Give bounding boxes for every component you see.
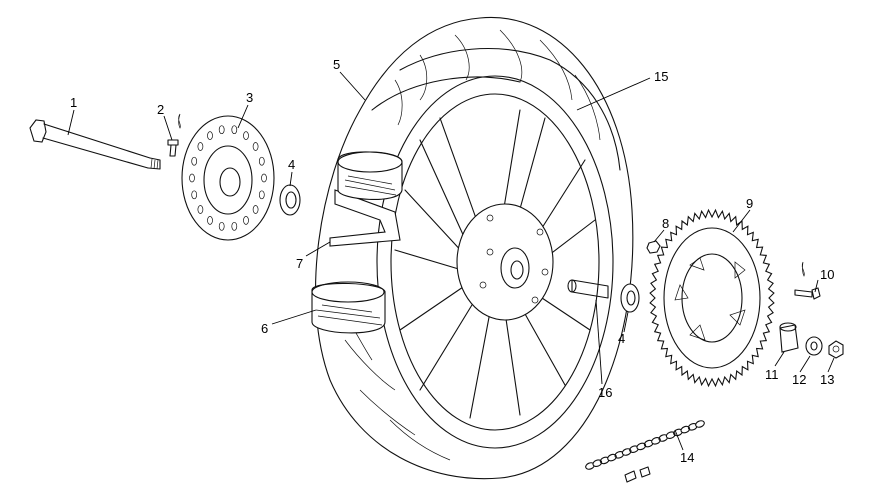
bolt-part-2 bbox=[167, 113, 181, 157]
chain-link bbox=[636, 442, 647, 451]
disc-vent-hole bbox=[258, 156, 265, 166]
bushing-part-11 bbox=[779, 322, 799, 353]
nut-part-8 bbox=[646, 240, 661, 254]
callout-16: 16 bbox=[598, 385, 612, 400]
spacer-part-16 bbox=[567, 279, 609, 299]
disc-vent-hole bbox=[191, 156, 198, 166]
disc-vent-hole bbox=[243, 216, 249, 225]
callout-14: 14 bbox=[680, 450, 694, 465]
callout-6: 6 bbox=[261, 321, 268, 336]
disc-vent-hole bbox=[252, 205, 259, 214]
disc-vent-hole bbox=[189, 173, 195, 183]
brake-disc-part bbox=[181, 115, 275, 241]
bearing-left-part bbox=[279, 184, 301, 216]
disc-vent-hole bbox=[197, 142, 204, 151]
disc-vent-hole bbox=[218, 221, 225, 231]
rear-tire-and-rim bbox=[315, 16, 634, 480]
callout-11: 11 bbox=[765, 367, 779, 382]
disc-vent-hole bbox=[207, 216, 213, 225]
axle-part bbox=[29, 119, 161, 170]
callout-4-left: 4 bbox=[288, 157, 295, 172]
chain-link bbox=[665, 431, 676, 439]
disc-vent-hole bbox=[218, 125, 225, 135]
callout-labels: 1 2 3 4 5 15 7 6 16 4 8 9 10 11 12 13 14 bbox=[70, 57, 834, 465]
disc-vent-hole bbox=[207, 131, 213, 140]
callout-13: 13 bbox=[820, 372, 834, 387]
disc-vent-hole bbox=[231, 221, 238, 231]
callout-12: 12 bbox=[792, 372, 806, 387]
damper-part-5 bbox=[337, 151, 403, 200]
chain-link bbox=[592, 459, 603, 467]
disc-vent-hole bbox=[252, 142, 259, 151]
chain-link bbox=[621, 448, 632, 456]
callout-2: 2 bbox=[157, 102, 164, 117]
disc-vent-hole bbox=[243, 131, 249, 140]
disc-vent-hole bbox=[191, 190, 198, 200]
chain-link bbox=[651, 437, 661, 445]
chain-link bbox=[680, 425, 691, 434]
callout-15: 15 bbox=[654, 69, 668, 84]
disc-vent-hole bbox=[258, 190, 265, 200]
callout-4-right: 4 bbox=[618, 331, 625, 346]
callout-1: 1 bbox=[70, 95, 77, 110]
callout-3: 3 bbox=[246, 90, 253, 105]
chain-link bbox=[607, 453, 617, 462]
rim-strip-part bbox=[329, 189, 401, 247]
callout-7: 7 bbox=[296, 256, 303, 271]
chain-part bbox=[585, 420, 705, 483]
callout-9: 9 bbox=[746, 196, 753, 211]
damper-part-6 bbox=[311, 281, 386, 334]
callout-8: 8 bbox=[662, 216, 669, 231]
bolt-part-10 bbox=[794, 261, 821, 300]
disc-vent-hole bbox=[197, 205, 204, 214]
callout-10: 10 bbox=[820, 267, 834, 282]
disc-vent-hole bbox=[261, 173, 267, 183]
chain-link bbox=[695, 420, 705, 428]
nut-part-13 bbox=[828, 340, 844, 359]
disc-vent-hole bbox=[231, 125, 238, 135]
sprocket-part bbox=[649, 208, 775, 388]
bearing-right-part bbox=[620, 283, 640, 313]
leader-lines bbox=[67, 71, 835, 451]
callout-5: 5 bbox=[333, 57, 340, 72]
washer-part-12 bbox=[805, 336, 823, 356]
